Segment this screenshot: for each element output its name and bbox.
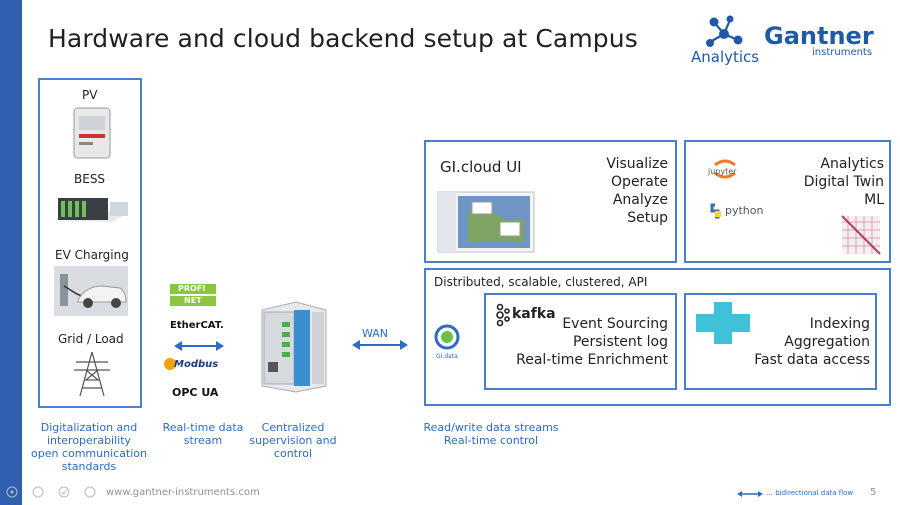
caption-col1-line1: Digitalization and [40, 421, 138, 434]
kafka-feature-2: Persistent log [572, 334, 668, 350]
gidata-logo-icon [434, 324, 460, 350]
database-feature-1: Indexing [809, 316, 870, 332]
analytics-panel [684, 140, 891, 263]
modbus-label: Modbus [174, 359, 219, 370]
modbus-logo-icon [164, 358, 176, 370]
analytics-feature-1: Analytics [820, 156, 884, 172]
device-label-grid: Grid / Load [58, 332, 124, 346]
kafka-panel [484, 293, 677, 390]
home-icon[interactable] [6, 486, 18, 498]
cross-database-icon [696, 302, 750, 344]
device-label-ev: EV Charging [55, 248, 129, 262]
gantner-logo-text: Gantner [764, 22, 874, 50]
kafka-feature-3: Real-time Enrichment [516, 352, 668, 368]
analytics-logo-label: Analytics [691, 48, 760, 66]
kafka-feature-1: Event Sourcing [562, 316, 668, 332]
backend-panel [424, 268, 891, 406]
previous-icon[interactable] [32, 486, 44, 498]
battery-storage-icon [54, 198, 130, 222]
cloud-ui-feature-3: Analyze [612, 192, 668, 208]
ev-charging-icon [54, 266, 128, 316]
cloud-ui-panel [424, 140, 677, 263]
devices-panel [38, 78, 142, 408]
python-logo-icon [710, 203, 721, 219]
cloud-ui-feature-1: Visualize [606, 156, 668, 172]
bidirectional-arrow-stream [174, 341, 224, 351]
cloud-ui-feature-2: Operate [611, 174, 668, 190]
cloud-ui-screenshot-thumbnail [437, 191, 535, 253]
gantner-logo-subtext: instruments [812, 47, 873, 58]
legend-text: … bidirectional data flow [766, 489, 854, 497]
copyright-icon [84, 486, 96, 498]
caption-col1-line2: interoperability [46, 434, 132, 447]
caption-col4-line1: Read/write data streams [423, 421, 559, 434]
caption-col1-line4: standards [61, 460, 117, 473]
controller-device-icon [261, 301, 327, 393]
slide-title: Hardware and cloud backend setup at Camp… [48, 24, 638, 53]
python-label: python [725, 204, 764, 217]
jupyter-label: jupyter [708, 167, 737, 176]
caption-col3-line2: supervision and [249, 434, 337, 447]
analytics-feature-2: Digital Twin [803, 174, 884, 190]
profinet-label-top: PROFI [178, 284, 206, 293]
profinet-label-bottom: NET [184, 296, 202, 305]
left-accent-bar [0, 0, 22, 505]
database-feature-3: Fast data access [754, 352, 870, 368]
caption-col4-line2: Real-time control [443, 434, 539, 447]
ethercat-label: EtherCAT. [170, 320, 224, 331]
caption-col2-line1: Real-time data [162, 421, 244, 434]
page-number: 5 [870, 487, 877, 498]
profinet-logo-icon [170, 284, 216, 306]
kafka-label: kafka [512, 306, 556, 322]
analytics-network-icon [706, 15, 743, 47]
jupyter-logo-icon [714, 159, 736, 179]
analytics-feature-3: ML [864, 192, 884, 208]
cloud-ui-title: GI.cloud UI [440, 158, 522, 176]
footer-url[interactable]: www.gantner-instruments.com [106, 487, 260, 498]
caption-col3-line1: Centralized [261, 421, 325, 434]
device-label-bess: BESS [74, 172, 106, 186]
power-pylon-icon [74, 351, 110, 397]
gidata-label: GI.data [436, 353, 458, 360]
caption-col2-line2: stream [183, 434, 223, 447]
database-feature-2: Aggregation [784, 334, 870, 350]
bidirectional-arrow-wan [352, 340, 408, 350]
caption-col1-line3: open communication [30, 447, 147, 460]
legend-bidirectional-arrow [737, 491, 763, 497]
database-panel [684, 293, 877, 390]
backend-header: Distributed, scalable, clustered, API [434, 275, 648, 289]
check-icon[interactable] [58, 486, 70, 498]
opcua-label: OPC UA [172, 386, 219, 399]
pv-inverter-icon [73, 107, 111, 159]
footer-icon-group [6, 486, 96, 500]
correlation-heatmap-thumbnail [841, 215, 881, 255]
device-label-pv: PV [82, 88, 98, 102]
kafka-logo-icon [496, 303, 510, 327]
caption-col3-line3: control [273, 447, 313, 460]
wan-label: WAN [362, 327, 389, 340]
cloud-ui-feature-4: Setup [627, 210, 668, 226]
